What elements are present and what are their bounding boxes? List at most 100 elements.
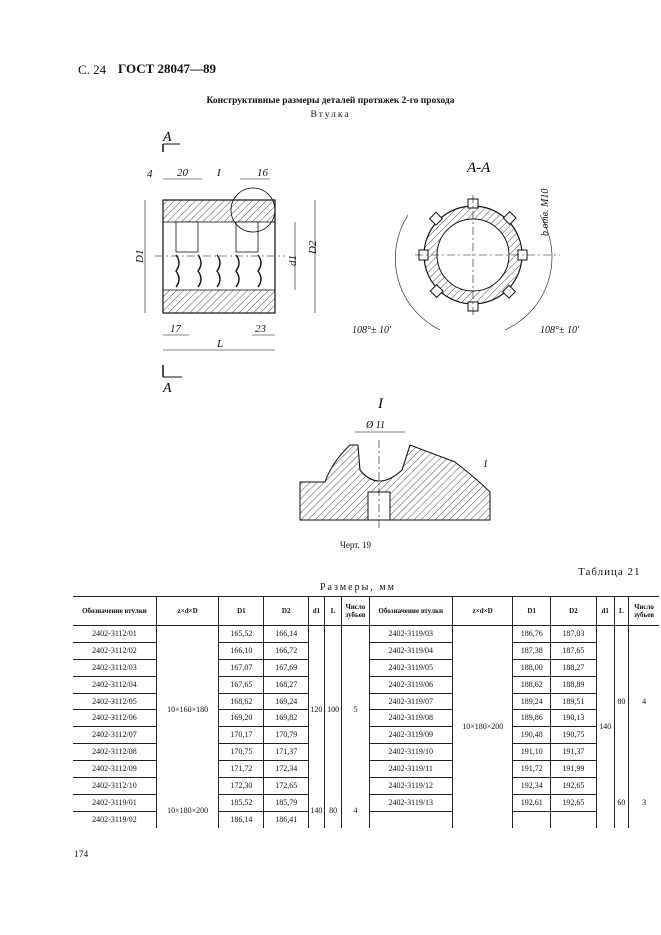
section-letter-bottom: А [162, 381, 172, 396]
technical-drawing: А А 4 20 I 16 [134, 130, 580, 530]
hole-label: b отв. М10 [540, 189, 551, 236]
dim-1-label: 1 [483, 459, 488, 470]
designation-cell-2: 2402-3119/06 [368, 676, 453, 694]
D2-cell: 185,79 [263, 794, 309, 812]
section-aa-view [395, 195, 560, 331]
D1-cell-2: 191,10 [512, 743, 551, 762]
th-teeth-2: Число зубьев [628, 596, 659, 626]
d1-cell: 140 [308, 794, 325, 828]
section-mark-top: А [162, 130, 180, 152]
designation-cell: 2402-3119/02 [92, 814, 137, 824]
D1-cell: 168,62 [218, 693, 264, 711]
D2-cell-2: 187,65 [549, 642, 597, 660]
D2-cell-2: 189,51 [549, 693, 597, 711]
D2-cell-2 [549, 811, 597, 828]
zdD-cell: 10×160×180 [155, 625, 219, 795]
D2-cell-2: 191,99 [549, 760, 597, 779]
th-zdD: z×d×D [155, 596, 219, 626]
teeth-cell: 4 [341, 794, 370, 828]
dim-4: 4 [147, 168, 153, 180]
D2-cell: 186,41 [263, 811, 309, 828]
D2-cell: 168,27 [263, 676, 309, 694]
teeth-cell-2: 3 [628, 777, 659, 828]
figure-caption: Черт. 19 [340, 540, 371, 550]
dim-20: 20 [177, 167, 189, 179]
detail-i-view [299, 431, 491, 530]
designation-cell: 2402-3112/06 [73, 709, 157, 728]
D2-cell-2: 187,03 [549, 625, 597, 643]
dimensions-table: Обозначение втулки z×d×D D1 D2 d1 L Числ… [73, 596, 659, 828]
detail-label: I [377, 396, 384, 412]
D2-cell-2: 188,89 [549, 676, 597, 694]
D2-cell: 167,69 [263, 659, 309, 677]
designation-cell-2: 2402-3119/05 [368, 659, 453, 677]
D1-cell-2: 192,61 [512, 794, 551, 812]
table-header-row: Обозначение втулки z×d×D D1 D2 d1 L Числ… [73, 596, 659, 626]
D1-cell: 171,72 [218, 760, 264, 779]
D2-cell-2: 188,27 [549, 659, 597, 677]
designation-cell: 2402-3112/01 [73, 625, 157, 643]
D1-cell-2: 191,72 [512, 760, 551, 779]
D1-cell-2: 189,24 [512, 693, 551, 711]
L-cell-2: 80 [613, 625, 629, 778]
angle-right-label: 108°± 10' [540, 325, 580, 336]
dim-D2: D2 [307, 240, 319, 255]
designation-cell-2 [368, 811, 453, 828]
L-cell: 80 [323, 794, 342, 828]
th-L-2: L [613, 596, 629, 626]
D1-cell: 172,30 [218, 777, 264, 795]
dimensions-left [144, 178, 316, 351]
table-number: Таблица 21 [578, 566, 641, 578]
page-label: С. 24 [78, 62, 107, 77]
D1-cell-2: 188,00 [512, 659, 551, 677]
detail-mark: I [216, 167, 222, 179]
D1-cell: 170,17 [218, 726, 264, 745]
designation-cell-2: 2402-3119/09 [368, 726, 453, 745]
dim-16: 16 [257, 167, 269, 179]
D1-cell-2: 187,38 [512, 642, 551, 660]
designation-cell-2: 2402-3119/13 [368, 794, 453, 812]
zdD-cell-2: 10×180×200 [451, 625, 513, 828]
bushing-side-view [155, 187, 285, 314]
th-D1-2: D1 [512, 596, 551, 626]
designation-cell: 2402-3112/04 [73, 676, 157, 694]
dim-D1: D1 [134, 250, 146, 264]
D1-cell: 167,07 [218, 659, 264, 677]
D2-cell: 169,24 [263, 693, 309, 711]
d1-cell: 120 [308, 625, 325, 795]
dim-23: 23 [255, 323, 267, 335]
L-cell: 100 [323, 625, 342, 795]
d1-cell-2: 140 [595, 625, 615, 828]
th-D1: D1 [218, 596, 264, 626]
designation-cell-2: 2402-3119/11 [368, 760, 453, 779]
D1-cell: 169,20 [218, 709, 264, 728]
D1-cell: 166,10 [218, 642, 264, 660]
th-zdD-2: z×d×D [451, 596, 513, 626]
D1-cell: 170,75 [218, 743, 264, 762]
section-letter-top: А [162, 130, 172, 145]
dim-L: L [216, 338, 223, 350]
D1-cell: 165,52 [218, 625, 264, 643]
D2-cell-2: 190,13 [549, 709, 597, 728]
D1-cell-2 [512, 811, 551, 828]
D2-cell-2: 191,37 [549, 743, 597, 762]
section-view-label: А-А [466, 160, 491, 176]
designation-cell: 2402-3112/08 [73, 743, 157, 762]
D2-cell-2: 192,65 [549, 794, 597, 812]
designation-cell-2: 2402-3119/12 [368, 777, 453, 795]
D1-cell: 167,65 [218, 676, 264, 694]
teeth-cell: 5 [341, 625, 370, 795]
section-mark-bottom: А [162, 365, 182, 396]
th-L: L [323, 596, 342, 626]
designation-cell-2: 2402-3119/08 [368, 709, 453, 728]
document-subtitle: Втулка [310, 110, 351, 120]
D2-cell: 170,79 [263, 726, 309, 745]
designation-cell-2: 2402-3119/04 [368, 642, 453, 660]
units-label: Размеры, мм [320, 582, 396, 593]
